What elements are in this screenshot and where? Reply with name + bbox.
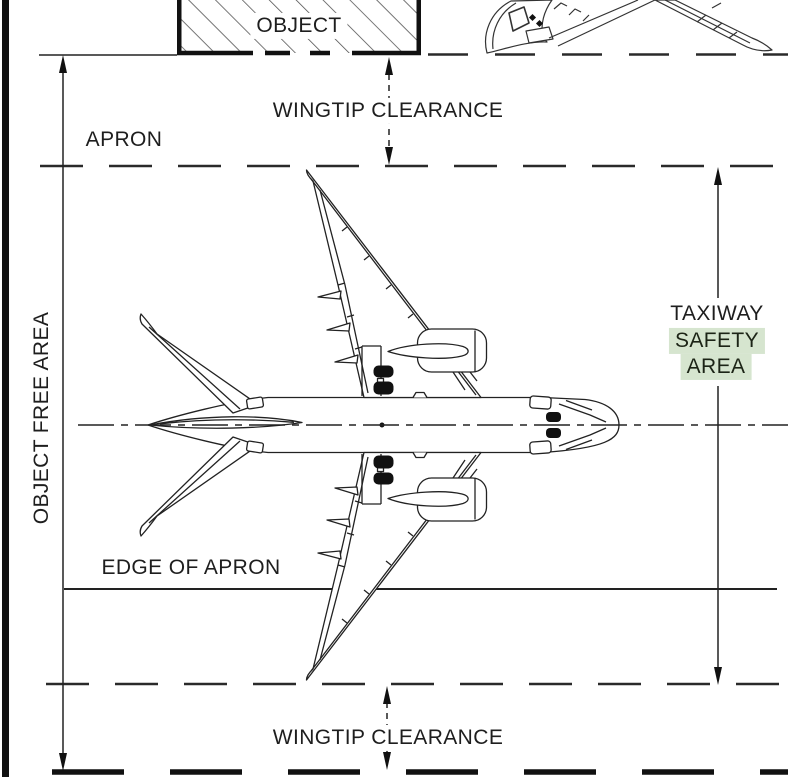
edge-of-apron-label: EDGE OF APRON — [101, 555, 281, 579]
taxiway-safety-area-dimension — [714, 167, 722, 685]
area-label: AREA — [680, 353, 752, 381]
apron-label: APRON — [85, 127, 163, 151]
arrowhead-up — [714, 167, 722, 185]
safety-label: SAFETY — [668, 327, 766, 355]
object-free-area-dimension — [59, 55, 67, 771]
arrowhead-down — [59, 753, 67, 771]
rear-door — [245, 396, 265, 410]
object-free-area-label: OBJECT FREE AREA — [29, 311, 53, 525]
flap-fairing — [317, 290, 342, 300]
flap-fairing — [326, 322, 351, 332]
windshield — [558, 399, 607, 423]
aircraft-isometric-sketch — [484, 0, 773, 54]
object-hatched-box — [177, 0, 421, 56]
antenna-bump — [412, 391, 428, 398]
arrowhead-up — [385, 57, 393, 75]
arrowhead-down — [714, 667, 722, 685]
engine-nacelle — [387, 328, 488, 391]
horizontal-stabilizer — [139, 313, 259, 414]
main-gear-tire — [373, 365, 394, 378]
main-gear-tire — [373, 381, 394, 395]
taxiway-label: TAXIWAY — [664, 300, 770, 328]
arrowhead-down — [385, 147, 393, 165]
arrowhead-down — [383, 752, 391, 770]
nose-gear-tire — [546, 412, 561, 422]
arrowhead-up — [383, 686, 391, 704]
wingtip-clearance-bottom-label: WINGTIP CLEARANCE — [266, 724, 510, 752]
wingtip-clearance-top-label: WINGTIP CLEARANCE — [266, 97, 510, 125]
overwing-hatch — [529, 395, 552, 410]
arrowhead-up — [59, 55, 67, 73]
flap-fairing — [334, 354, 359, 364]
object-label: OBJECT — [250, 12, 348, 40]
